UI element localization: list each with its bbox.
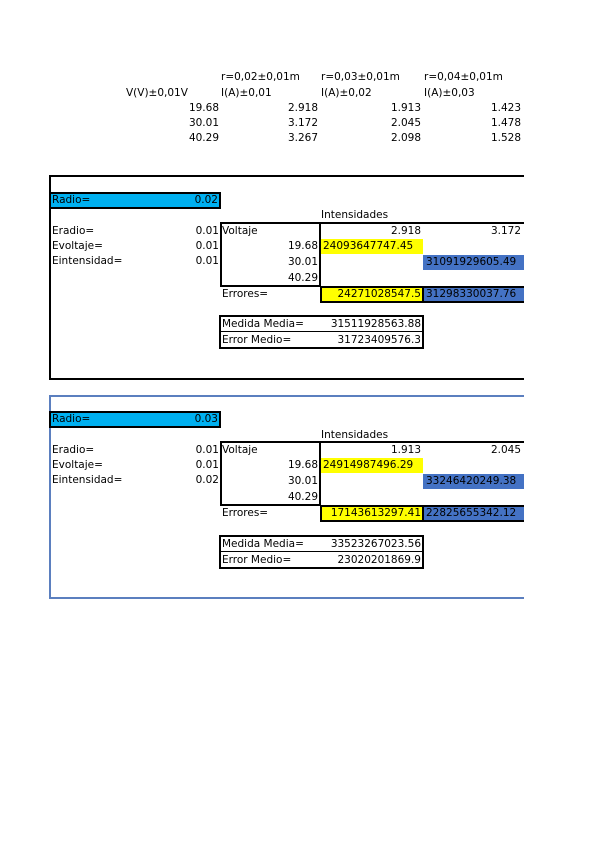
error-value: 24271028547.5 — [337, 288, 421, 300]
voltaje-box — [220, 222, 321, 287]
evoltaje-label: Evoltaje= — [52, 240, 103, 252]
voltaje-label: Voltaje — [222, 444, 258, 456]
eintensidad-label: Eintensidad= — [52, 255, 123, 267]
computed-value: 33246420249.38 — [426, 475, 517, 487]
highlight-cell — [321, 239, 423, 254]
table-cell: 30.01 — [188, 117, 219, 129]
block-frame — [49, 395, 524, 599]
col-r3-top: r=0,04±0,01m — [424, 71, 503, 83]
media-value: 33523267023.56 — [330, 538, 421, 550]
intensity-value: 2.918 — [390, 225, 421, 237]
table-cell: 2.098 — [390, 132, 421, 144]
intensity-value: 2.045 — [490, 444, 521, 456]
error-value: 17143613297.41 — [330, 507, 421, 519]
table-cell: 1.423 — [490, 102, 521, 114]
evoltaje-label: Evoltaje= — [52, 459, 103, 471]
col-r2-top: r=0,03±0,01m — [321, 71, 400, 83]
eradio-value: 0.01 — [195, 444, 219, 456]
voltaje-box — [220, 441, 321, 506]
media-label: Medida Media= — [222, 318, 304, 330]
voltage-value: 40.29 — [287, 272, 318, 284]
highlight-cell — [321, 458, 423, 473]
evoltaje-value: 0.01 — [195, 459, 219, 471]
intensidades-label: Intensidades — [321, 429, 389, 441]
eintensidad-label: Eintensidad= — [52, 474, 123, 486]
radio-label: Radio= — [52, 413, 91, 425]
divider — [219, 331, 424, 332]
table-cell: 2.045 — [390, 117, 421, 129]
highlight-cell — [423, 255, 524, 270]
voltaje-label: Voltaje — [222, 225, 258, 237]
col-r1-sub: I(A)±0,01 — [221, 87, 272, 99]
error-cell — [422, 286, 524, 303]
voltage-value: 30.01 — [287, 256, 318, 268]
errores-label: Errores= — [222, 288, 269, 300]
table-cell: 19.68 — [188, 102, 219, 114]
eintensidad-value: 0.01 — [195, 255, 219, 267]
table-cell: 3.267 — [287, 132, 318, 144]
summary-box — [219, 315, 424, 349]
computed-value: 31091929605.49 — [426, 256, 517, 268]
computed-value: 24914987496.29 — [323, 459, 414, 471]
error-value: 31298330037.76 — [426, 288, 517, 300]
divider — [219, 551, 424, 552]
table-cell: 1.528 — [490, 132, 521, 144]
error-medio-value: 31723409576.3 — [337, 334, 421, 346]
intensidades-label: Intensidades — [321, 209, 389, 221]
table-cell: 3.172 — [287, 117, 318, 129]
voltage-value: 40.29 — [287, 491, 318, 503]
error-medio-value: 23020201869.9 — [337, 554, 421, 566]
col-r2-sub: I(A)±0,02 — [321, 87, 372, 99]
table-cell: 1.913 — [390, 102, 421, 114]
col-r1-top: r=0,02±0,01m — [221, 71, 300, 83]
intensity-value: 1.913 — [390, 444, 421, 456]
voltage-value: 19.68 — [287, 459, 318, 471]
radio-bar — [49, 411, 221, 428]
voltage-value: 30.01 — [287, 475, 318, 487]
divider — [321, 222, 524, 224]
block-frame — [49, 175, 524, 380]
eintensidad-value: 0.02 — [195, 474, 219, 486]
eradio-value: 0.01 — [195, 225, 219, 237]
col-r3-sub: I(A)±0,03 — [424, 87, 475, 99]
error-medio-label: Error Medio= — [222, 554, 292, 566]
evoltaje-value: 0.01 — [195, 240, 219, 252]
table-cell: 2.918 — [287, 102, 318, 114]
table-cell: 40.29 — [188, 132, 219, 144]
radio-bar — [49, 192, 221, 209]
col-voltage: V(V)±0,01V — [126, 87, 188, 99]
intensity-value: 3.172 — [490, 225, 521, 237]
eradio-label: Eradio= — [52, 225, 95, 237]
divider — [321, 441, 524, 443]
media-value: 31511928563.88 — [330, 318, 421, 330]
radio-value: 0.02 — [194, 194, 218, 206]
eradio-label: Eradio= — [52, 444, 95, 456]
voltage-value: 19.68 — [287, 240, 318, 252]
radio-label: Radio= — [52, 194, 91, 206]
errores-label: Errores= — [222, 507, 269, 519]
error-cell — [422, 505, 524, 522]
highlight-cell — [423, 474, 524, 489]
computed-value: 24093647747.45 — [323, 240, 414, 252]
error-medio-label: Error Medio= — [222, 334, 292, 346]
radio-value: 0.03 — [194, 413, 218, 425]
error-value: 22825655342.12 — [426, 507, 517, 519]
summary-box — [219, 535, 424, 569]
media-label: Medida Media= — [222, 538, 304, 550]
table-cell: 1.478 — [490, 117, 521, 129]
